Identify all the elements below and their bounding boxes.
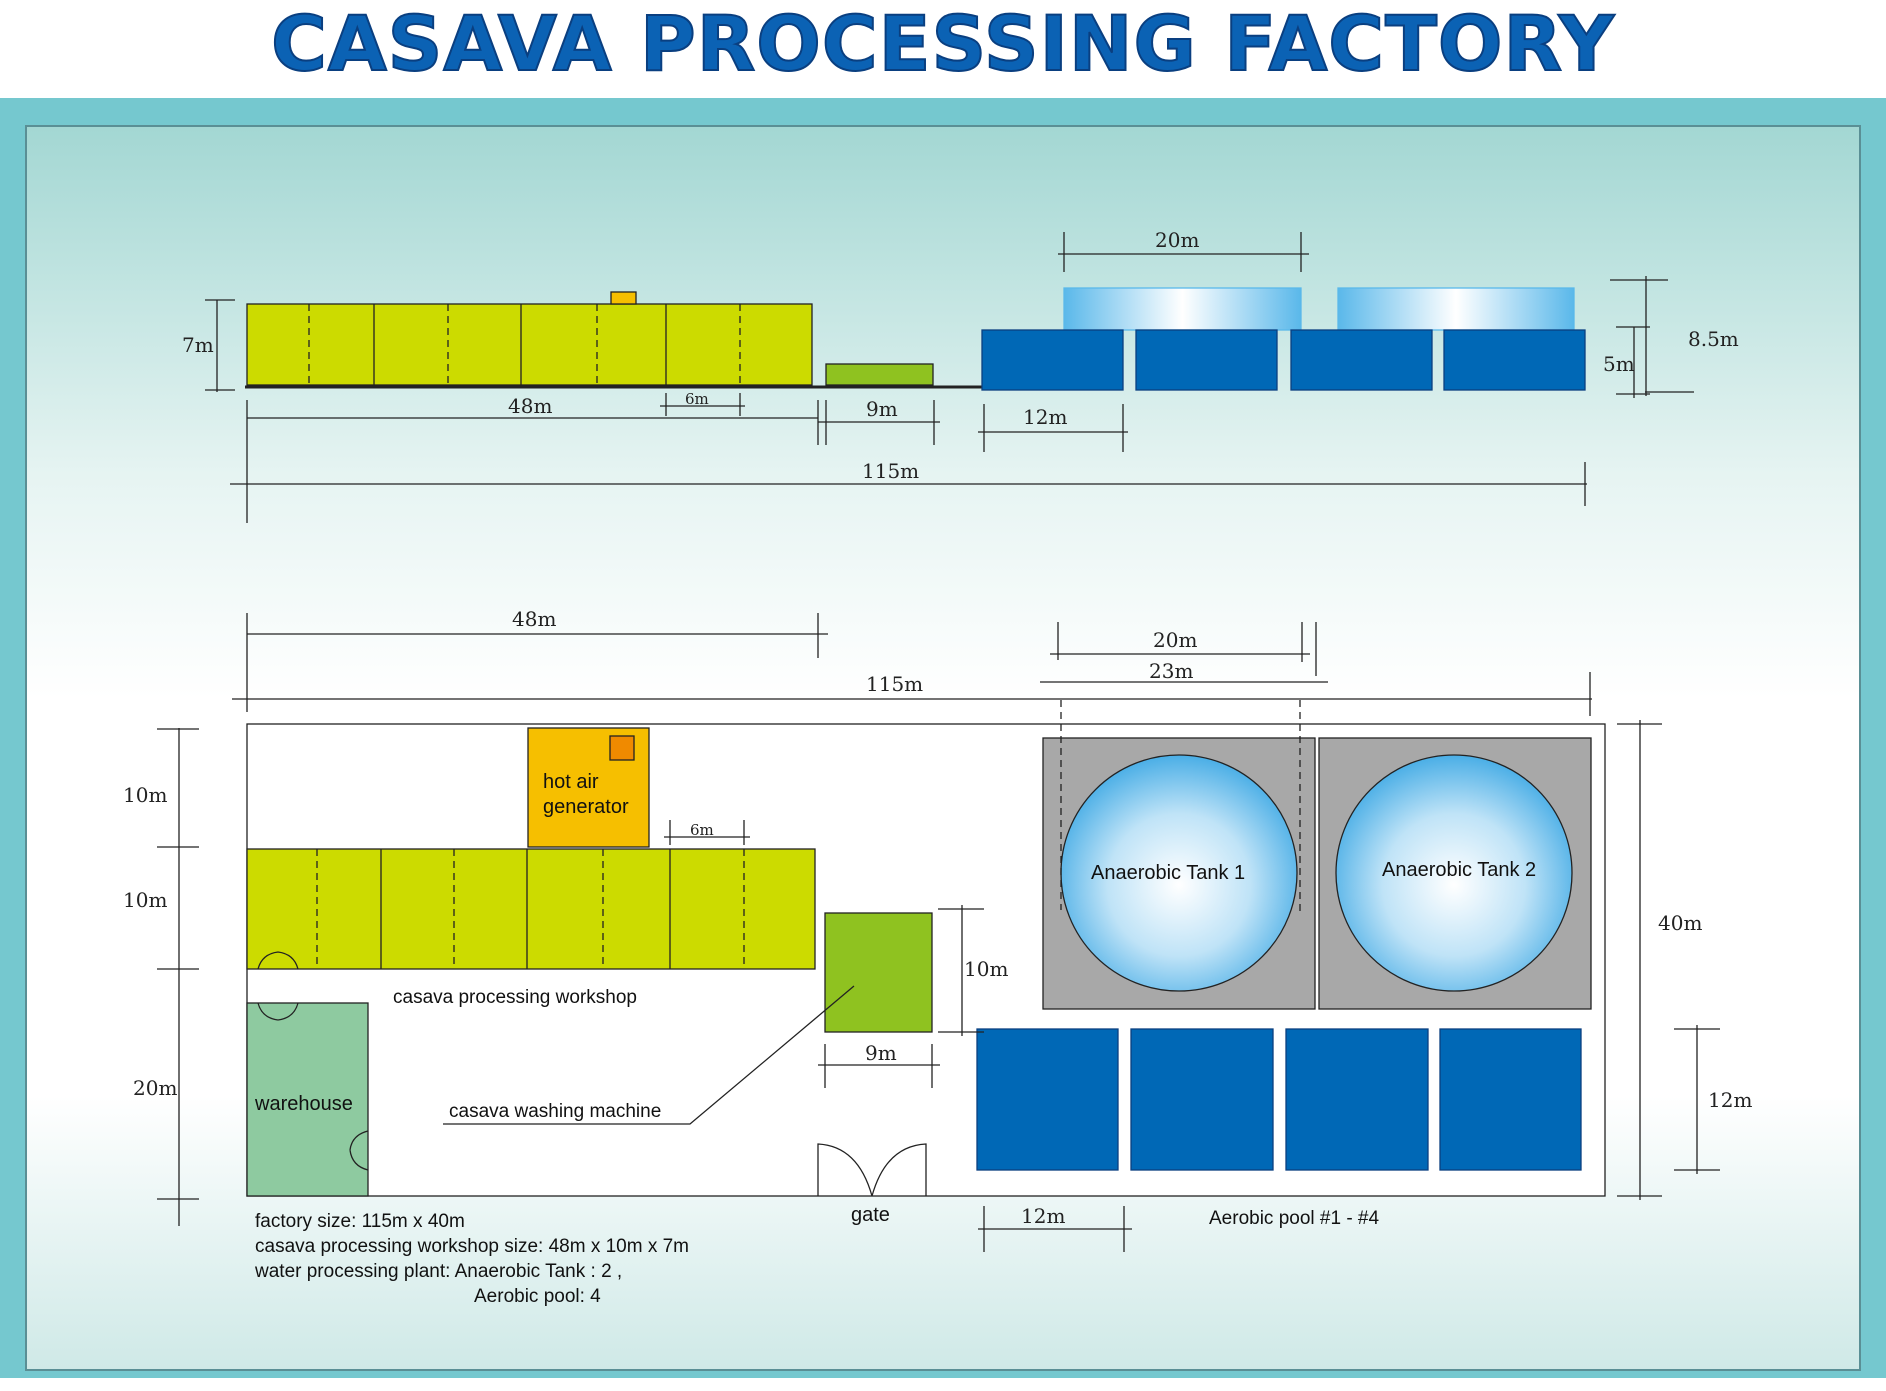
pool-elevation-2: [1135, 329, 1278, 391]
plan-view: [157, 613, 1720, 1252]
generator-unit: [609, 735, 635, 761]
dim-plan-width-tank-outer: 23m: [1149, 659, 1193, 683]
dim-plan-depth-workshop: 10m: [123, 888, 167, 912]
warehouse-label: warehouse: [254, 1093, 353, 1115]
dim-plan-washer-depth: 10m: [964, 957, 1008, 981]
dim-plan-width-tank-inner: 20m: [1153, 628, 1197, 652]
gate-icon: [817, 1143, 927, 1197]
pool-elevation-3: [1290, 329, 1433, 391]
tank1-label: Anaerobic Tank 1: [1091, 862, 1245, 884]
note-factory-size: factory size: 115m x 40m: [255, 1211, 465, 1232]
page-title: CASAVA PROCESSING FACTORY: [270, 0, 1615, 89]
dim-plan-width-workshop: 48m: [512, 607, 556, 631]
dim-height-pool: 5m: [1603, 352, 1635, 376]
pool-elevation-1: [981, 329, 1124, 391]
dim-plan-washer-width: 9m: [865, 1041, 897, 1065]
tank-elevation-2: [1337, 287, 1575, 331]
aerobic-label: Aerobic pool #1 - #4: [1209, 1208, 1379, 1229]
tank-elevation-1: [1063, 287, 1302, 331]
pool-elevation-4: [1443, 329, 1586, 391]
aerobic-pool-4: [1439, 1028, 1582, 1171]
dim-height-tank: 8.5m: [1688, 327, 1739, 351]
workshop-plan: [246, 848, 816, 970]
hot-air-label-line1: hot air: [543, 771, 599, 793]
elevation-view: [205, 232, 1694, 523]
elevation-dimension-labels: 7m 48m 6m 9m 12m 20m 115m 5m 8.5m: [182, 228, 1739, 483]
dim-bay-width: 6m: [685, 390, 709, 408]
aerobic-pool-1: [976, 1028, 1119, 1171]
washer-elevation: [825, 363, 934, 386]
dim-width-pool: 12m: [1023, 405, 1067, 429]
hot-air-label-line2: generator: [543, 796, 629, 818]
aerobic-pool-3: [1285, 1028, 1429, 1171]
door-icon: [257, 951, 299, 970]
dim-width-workshop: 48m: [508, 394, 552, 418]
plan-labels: 48m 20m 23m 115m 10m 10m 20m 6m 10m 9m 4…: [123, 607, 1752, 1307]
door-icon: [257, 1002, 299, 1021]
tank2-label: Anaerobic Tank 2: [1382, 859, 1536, 881]
washer-plan: [824, 912, 933, 1033]
dim-plan-depth-warehouse: 20m: [133, 1076, 177, 1100]
dim-total-length: 115m: [862, 459, 919, 483]
washing-machine-label: casava washing machine: [449, 1101, 661, 1122]
warehouse-plan: [246, 1002, 369, 1197]
dim-plan-bay-width: 6m: [690, 821, 714, 839]
dim-plan-pool-width: 12m: [1021, 1204, 1065, 1228]
dim-width-washer: 9m: [866, 397, 898, 421]
dim-plan-total-length: 115m: [866, 672, 923, 696]
aerobic-pool-2: [1130, 1028, 1274, 1171]
dim-plan-pool-depth: 12m: [1708, 1088, 1752, 1112]
door-icon: [349, 1130, 369, 1171]
note-aerobic-count: Aerobic pool: 4: [474, 1286, 601, 1307]
gate-label: gate: [851, 1204, 890, 1226]
dim-plan-depth-generator: 10m: [123, 783, 167, 807]
note-water-plant: water processing plant: Anaerobic Tank :…: [254, 1261, 622, 1282]
dim-plan-total-depth: 40m: [1658, 911, 1702, 935]
dim-width-tank: 20m: [1155, 228, 1199, 252]
workshop-elevation: [246, 303, 813, 386]
dim-height-workshop: 7m: [182, 333, 214, 357]
generator-elevation: [610, 291, 637, 305]
workshop-label: casava processing workshop: [393, 987, 637, 1008]
note-workshop-size: casava processing workshop size: 48m x 1…: [255, 1236, 689, 1257]
anaerobic-tank-2: [1335, 754, 1573, 992]
